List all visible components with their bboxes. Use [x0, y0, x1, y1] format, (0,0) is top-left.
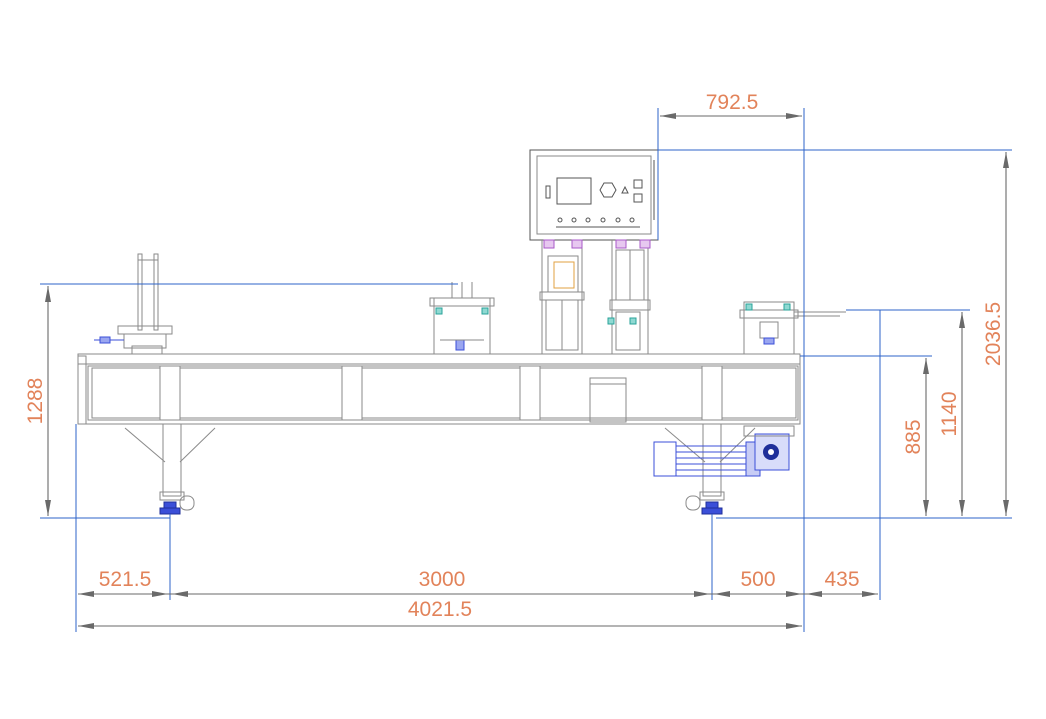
machine-frame: [77, 353, 801, 425]
dimension-overall-height: 2036.5: [982, 302, 1005, 366]
dimension-total-length: 4021.5: [408, 598, 472, 621]
dimension-left-height: 1288: [24, 378, 47, 425]
dimension-arrows: [45, 113, 1009, 629]
control-cabinet: [529, 149, 659, 354]
dimension-bottom-center: 3000: [419, 568, 466, 591]
extension-lines: [40, 108, 1012, 632]
dimension-station-height: 1140: [938, 391, 961, 436]
middle-station: [429, 282, 495, 355]
left-leg: [124, 423, 216, 515]
drive-motor: [653, 425, 795, 477]
left-station: [94, 253, 173, 355]
right-leg: [664, 423, 756, 515]
hmi-screen: [556, 177, 592, 205]
dimension-bottom-extra: 435: [824, 568, 859, 591]
dimension-bottom-left: 521.5: [99, 568, 152, 591]
dimension-top-offset: 792.5: [706, 91, 759, 114]
warning-light: [621, 185, 629, 194]
dimension-bottom-right: 500: [740, 568, 775, 591]
dimension-table-height: 885: [902, 419, 925, 454]
right-station: [739, 301, 846, 355]
emergency-stop-button: [599, 182, 617, 198]
